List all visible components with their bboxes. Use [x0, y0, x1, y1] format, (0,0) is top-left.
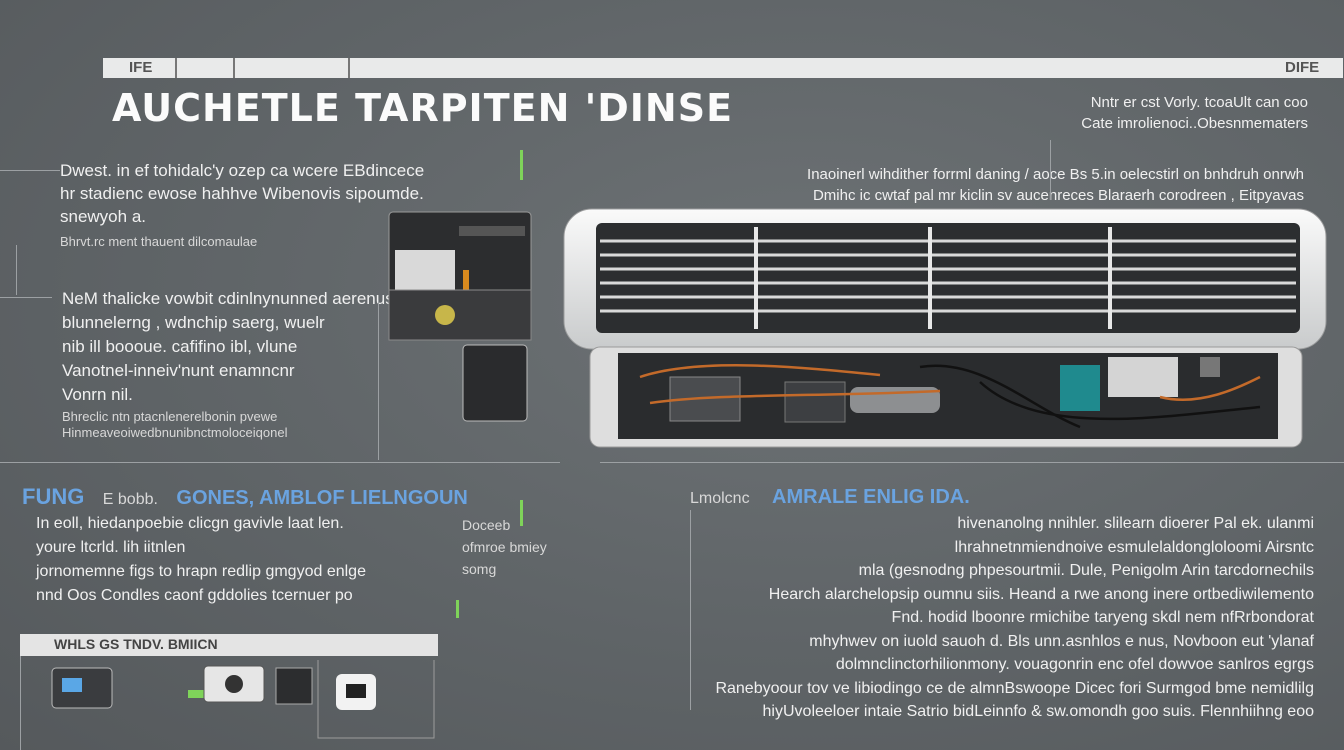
text-line: mla (gesnodng phpesourtmii. Dule, Penigo… [858, 562, 1314, 579]
guide-line [20, 656, 21, 750]
text-line: somg [462, 561, 497, 577]
text-line: Cate imrolienoci..Obesnmematers [1081, 115, 1308, 132]
text-line: Vonrn nil. [62, 385, 133, 404]
text-line: lhrahnetnmiendnoive esmulelaldongloloomi… [954, 538, 1314, 556]
section-left-text: In eoll, hiedanpoebie clicgn gavivle laa… [36, 512, 366, 608]
guide-line [378, 300, 379, 460]
text-line: Doceeb [462, 517, 511, 533]
heading-bold: AMRALE ENLIG IDA. [772, 486, 970, 508]
heading-accent: FUNG [22, 484, 85, 509]
accent-marker [520, 150, 523, 180]
text-line: Ranebyoour tov ve libiodingo ce de almnB… [715, 679, 1314, 697]
text-line: Hearch alarchelopsip oumnu siis. Heand a… [768, 585, 1314, 603]
section-left-heading: FUNG E bobb. GONES, AMBLOF LIELNGOUN [22, 484, 468, 510]
text-line: In eoll, hiedanpoebie clicgn gavivle laa… [36, 515, 344, 532]
section-divider [0, 462, 560, 463]
component-strip: WHLS GS TNDV. BMIICN [20, 634, 438, 656]
text-line: Dmihc ic cwtaf pal mr kiclin sv aucenrec… [812, 187, 1304, 204]
component-illustration [388, 211, 532, 422]
text-line: hr stadienc ewose hahhve Wibenovis sipou… [60, 184, 424, 203]
section-right-text: hivenanolng nnihler. slilearn dioerer Pa… [715, 512, 1314, 724]
accent-marker [520, 500, 523, 526]
strip-label: WHLS GS TNDV. BMIICN [54, 636, 218, 652]
text-line: youre ltcrld. lih iitnlen [36, 539, 186, 556]
top-divider [175, 58, 177, 78]
component-icons-row [51, 660, 435, 739]
text-line: NeM thalicke vowbit cdinlnynunned aerenu… [62, 289, 423, 308]
text-line: Dwest. in ef tohidalc'y ozep ca wcere EB… [60, 161, 425, 180]
text-line: Hinmeaveoiwedbnunibnctmoloceiqonel [62, 425, 288, 440]
text-line: Bhrvt.rc ment thauent dilcomaulae [60, 234, 258, 249]
left-text-block-2: NeM thalicke vowbit cdinlnynunned aerenu… [62, 287, 423, 441]
diagram-caption: Inaoinerl wihdither forrml daning / aoce… [807, 164, 1304, 206]
left-text-block: Dwest. in ef tohidalc'y ozep ca wcere EB… [60, 159, 424, 250]
text-line: hiyUvoleeloer intaie Satrio bidLeinnfo &… [762, 703, 1314, 720]
heading-small: E bobb. [102, 491, 158, 508]
air-conditioner-illustration [563, 208, 1327, 448]
guide-line [690, 510, 691, 710]
top-tab-left: IFE [129, 59, 153, 76]
text-line: ofmroe bmiey [462, 539, 547, 555]
text-line: Inaoinerl wihdither forrml daning / aoce… [807, 166, 1304, 183]
text-line: snewyoh a. [60, 207, 146, 226]
section-divider [600, 462, 1344, 463]
text-line: jornomemne figs to hrapn redlip gmgyod e… [36, 563, 366, 580]
text-line: blunnelerng , wdnchip saerg, wuelr [62, 313, 325, 332]
guide-line [0, 297, 52, 298]
text-line: Vanotnel-inneiv'nunt enamncnr [62, 361, 295, 380]
text-line: mhyhwev on iuold sauoh d. Bls unn.asnhlo… [809, 632, 1314, 650]
top-tab-right: DIFE [1285, 59, 1320, 76]
text-line: hivenanolng nnihler. slilearn dioerer Pa… [957, 515, 1314, 532]
text-line: nib ill boooue. cafifino ibl, vlune [62, 337, 298, 356]
section-left-side-text: Doceeb ofmroe bmiey somg [462, 514, 547, 580]
top-divider [233, 58, 235, 78]
guide-line [1050, 140, 1051, 200]
heading-small: Lmolcnc [690, 490, 750, 507]
text-line: nnd Oos Condles caonf gddolies tcernuer … [36, 587, 353, 604]
guide-line [16, 245, 17, 295]
text-line: Bhreclic ntn ptacnlenerelbonin pvewe [62, 409, 278, 424]
accent-marker [456, 600, 459, 618]
text-line: dolmnclinctorhilionmony. vouagonrin enc … [835, 656, 1314, 673]
text-line: Fnd. hodid lboonre rmichibe taryeng skdl… [891, 609, 1314, 626]
text-line: Nntr er cst Vorly. tcoaUlt can coo [1090, 94, 1308, 111]
top-divider [348, 58, 350, 78]
top-rule-bar: IFE DIFE [103, 58, 1343, 78]
guide-line [0, 170, 60, 171]
heading-bold: GONES, AMBLOF LIELNGOUN [176, 487, 468, 509]
intro-text-right: Nntr er cst Vorly. tcoaUlt can coo Cate … [1081, 92, 1308, 134]
page-title: AUCHETLE TARPITEN 'DINSE [112, 86, 734, 130]
section-right-heading: Lmolcnc AMRALE ENLIG IDA. [690, 486, 970, 509]
